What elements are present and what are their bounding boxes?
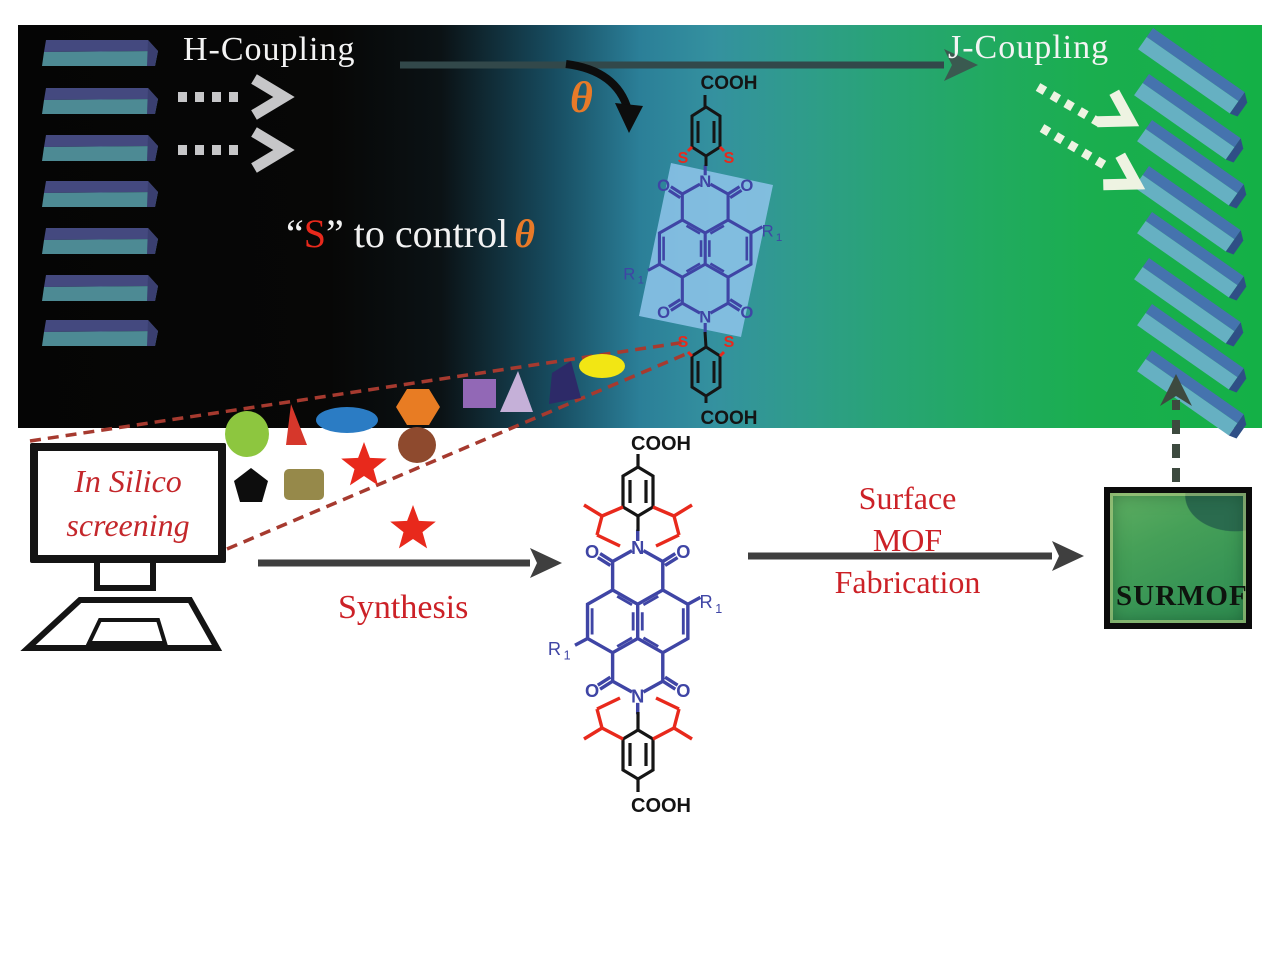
j-slab bbox=[1134, 74, 1244, 163]
r1-subscript: 1 bbox=[715, 602, 722, 616]
brown-ellipse bbox=[398, 427, 436, 463]
r1-subscript: 1 bbox=[564, 649, 571, 663]
j-slab bbox=[1137, 120, 1247, 209]
surface-line2: MOF bbox=[872, 522, 943, 558]
orange-hexagon bbox=[396, 389, 440, 425]
h-slab bbox=[42, 88, 158, 114]
sulfur-atom: S bbox=[724, 334, 735, 351]
surface-line1: Surface bbox=[858, 480, 957, 516]
r1-subscript: 1 bbox=[776, 232, 782, 244]
black-pentagon bbox=[234, 468, 268, 502]
j-slab bbox=[1137, 212, 1247, 301]
surmof-photo: SURMOF bbox=[1104, 487, 1252, 629]
h-slab bbox=[42, 320, 158, 346]
j-slab bbox=[1134, 166, 1244, 255]
j-dotted-arrow-1 bbox=[1035, 83, 1140, 128]
oxygen-atom: O bbox=[585, 680, 599, 701]
h-slab bbox=[42, 40, 158, 66]
cooh-group: COOH bbox=[631, 433, 691, 455]
h-slab bbox=[42, 181, 158, 207]
candidate-shapes bbox=[225, 354, 625, 549]
j-aggregate-stack bbox=[1134, 27, 1248, 439]
cooh-group: COOH bbox=[631, 795, 691, 817]
isopropyl-wings bbox=[583, 503, 693, 741]
yellow-ellipse bbox=[579, 354, 625, 378]
sulfur-atom: S bbox=[678, 150, 689, 167]
oxygen-atom: O bbox=[657, 303, 670, 322]
computer-keyboard bbox=[20, 597, 223, 651]
oxygen-atom: O bbox=[676, 541, 690, 562]
screening-funnel-line-bottom bbox=[226, 352, 687, 551]
j-dotted-arrow-2 bbox=[1039, 124, 1146, 191]
oxygen-atom: O bbox=[585, 541, 599, 562]
navy-quad bbox=[549, 361, 581, 404]
in-silico-line2: screening bbox=[66, 507, 190, 543]
sulfur-atom: S bbox=[724, 150, 735, 167]
cooh-group: COOH bbox=[701, 73, 758, 94]
oxygen-atom: O bbox=[657, 176, 670, 195]
oxygen-atom: O bbox=[740, 303, 753, 322]
theta-symbol: θ bbox=[514, 211, 535, 256]
surface-line3: Fabrication bbox=[834, 564, 981, 600]
computer-stand bbox=[94, 557, 156, 591]
computer-monitor: In Silico screening bbox=[30, 443, 226, 563]
synthesis-label: Synthesis bbox=[338, 589, 469, 626]
red-star-selected bbox=[390, 505, 436, 549]
theta-angle-label: θ bbox=[570, 73, 593, 122]
h-dotted-arrow-2 bbox=[178, 127, 295, 173]
surmof-to-jstack-arrow bbox=[1160, 374, 1192, 482]
red-star-screened bbox=[341, 442, 387, 486]
h-slab bbox=[42, 228, 158, 254]
caption-rest: ” to control bbox=[326, 211, 509, 256]
r1-subscript: 1 bbox=[638, 274, 644, 286]
red-triangle bbox=[286, 404, 307, 445]
j-coupling-label: J-Coupling bbox=[948, 29, 1110, 66]
purple-square bbox=[463, 379, 496, 408]
oxygen-atom: O bbox=[740, 176, 753, 195]
nitrogen-atom: N bbox=[699, 307, 711, 326]
j-slab bbox=[1138, 27, 1248, 117]
molecule-top-ndi-thio: O O O O N N R 1 R 1 COOH COOH bbox=[623, 73, 782, 429]
blue-ellipse bbox=[316, 407, 378, 433]
surmof-label: SURMOF bbox=[1116, 580, 1248, 612]
h-coupling-label: H-Coupling bbox=[183, 31, 356, 68]
oxygen-atom: O bbox=[676, 680, 690, 701]
r1-substituent: R bbox=[548, 638, 561, 659]
in-silico-line1: In Silico bbox=[74, 463, 182, 499]
nitrogen-atom: N bbox=[699, 172, 711, 191]
sulfur-atom: S bbox=[678, 334, 689, 351]
surface-mof-arrow bbox=[748, 541, 1084, 571]
j-slab bbox=[1137, 304, 1247, 393]
h-slab bbox=[42, 135, 158, 161]
j-slab bbox=[1134, 258, 1244, 347]
sulfur-symbol: S bbox=[303, 211, 327, 256]
green-ellipse bbox=[225, 411, 269, 457]
h-dotted-arrow-1 bbox=[178, 74, 295, 120]
h-aggregate-stack bbox=[42, 40, 158, 346]
open-quote: “ bbox=[286, 211, 304, 256]
nitrogen-atom: N bbox=[631, 537, 644, 558]
surface-mof-fabrication-label: Surface MOF Fabrication bbox=[815, 477, 1000, 603]
screening-funnel-line-top bbox=[29, 340, 687, 443]
r1-substituent: R bbox=[762, 222, 774, 241]
h-to-j-arrow bbox=[400, 49, 978, 81]
lavender-triangle bbox=[500, 371, 533, 412]
olive-square bbox=[284, 469, 324, 500]
r1-substituent: R bbox=[623, 264, 635, 283]
r1-substituent: R bbox=[700, 591, 713, 612]
h-slab bbox=[42, 275, 158, 301]
theta-rotation-arrow bbox=[565, 60, 643, 133]
molecule-bottom-ndi: O O O O N N R 1 R 1 bbox=[548, 433, 722, 817]
cooh-group: COOH bbox=[701, 408, 758, 429]
synthesis-arrow bbox=[258, 548, 562, 578]
nitrogen-atom: N bbox=[631, 685, 644, 706]
